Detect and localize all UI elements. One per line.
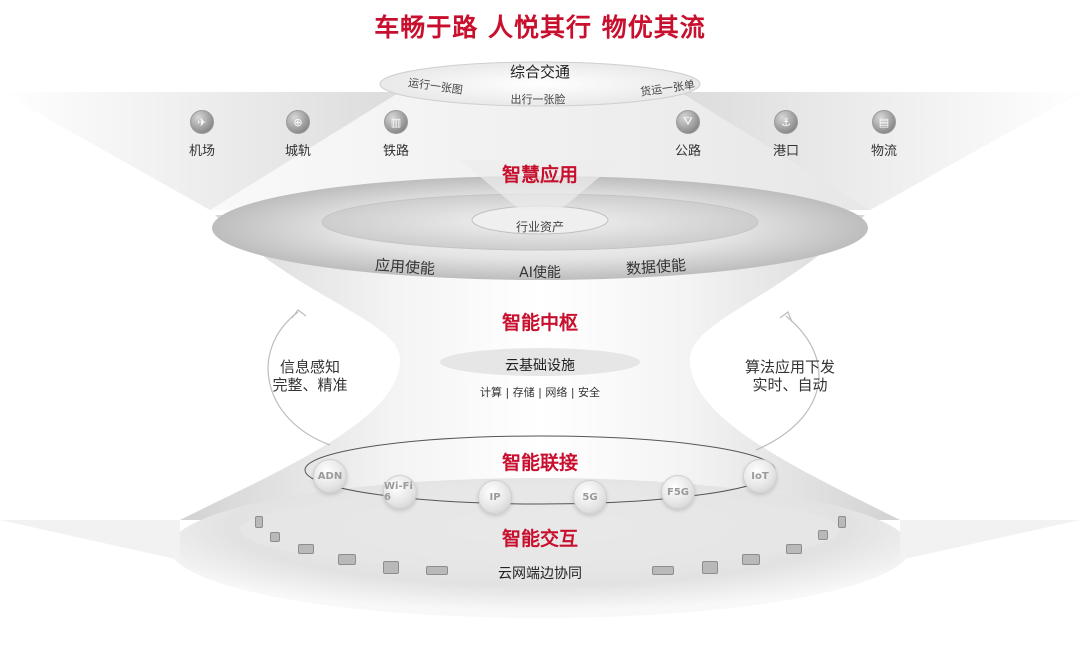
ai-enable-label: AI使能 — [519, 265, 561, 281]
railway-icon: ▥ — [384, 110, 408, 134]
data-enable-label: 数据使能 — [625, 255, 687, 279]
logistics-icon: ▤ — [872, 110, 896, 134]
layer-title-smart-app: 智慧应用 — [501, 164, 579, 186]
sensor-icon — [270, 532, 280, 542]
airport-icon: ✈ — [190, 110, 214, 134]
bus-icon — [652, 566, 674, 575]
layer-title-smart-hub: 智能中枢 — [501, 312, 579, 334]
sub-label-middle: 出行一张脸 — [510, 93, 566, 106]
drone-icon — [786, 544, 802, 554]
train-icon — [426, 566, 448, 575]
mode-label-airport: 机场 — [188, 144, 216, 159]
main-title: 车畅于路 人悦其行 物优其流 — [374, 13, 706, 42]
orb-5g: 5G — [573, 480, 607, 514]
screen-icon — [702, 561, 718, 574]
truck-icon — [338, 554, 356, 565]
left-note-line2: 完整、精准 — [272, 376, 348, 394]
left-note-line1: 信息感知 — [279, 358, 341, 376]
mode-label-highway: 公路 — [674, 144, 702, 159]
right-note-line2: 实时、自动 — [752, 376, 828, 394]
mode-label-metro: 城轨 — [284, 144, 312, 159]
orb-iot: IoT — [743, 459, 777, 493]
app-enable-label: 应用使能 — [374, 255, 436, 279]
orb-f5g: F5G — [661, 475, 695, 509]
orb-ip: IP — [478, 480, 512, 514]
integrated-transport-label: 综合交通 — [509, 63, 571, 81]
mode-label-port: 港口 — [772, 144, 800, 159]
tablet-icon — [838, 516, 846, 528]
car-icon — [742, 554, 760, 565]
camera-icon — [298, 544, 314, 554]
infra-items-label: 计算 | 存储 | 网络 | 安全 — [479, 386, 601, 399]
layer-title-smart-connect: 智能联接 — [501, 452, 579, 474]
port-icon: ⚓ — [774, 110, 798, 134]
right-note-line1: 算法应用下发 — [744, 358, 836, 376]
cloud-infra-label: 云基础设施 — [505, 358, 575, 374]
orb-adn: ADN — [313, 459, 347, 493]
mode-label-logistics: 物流 — [870, 144, 898, 159]
terminal-icon — [383, 561, 399, 574]
beacon-icon — [818, 530, 828, 540]
phone-icon — [255, 516, 263, 528]
industry-assets-label: 行业资产 — [515, 220, 565, 234]
highway-icon: ⛛ — [676, 110, 700, 134]
layer-title-smart-interact: 智能交互 — [501, 528, 579, 550]
cloud-edge-label: 云网端边协同 — [498, 566, 582, 582]
metro-icon: ⊕ — [286, 110, 310, 134]
orb-wifi6: Wi-Fi 6 — [383, 475, 417, 509]
mode-label-railway: 铁路 — [382, 144, 410, 159]
